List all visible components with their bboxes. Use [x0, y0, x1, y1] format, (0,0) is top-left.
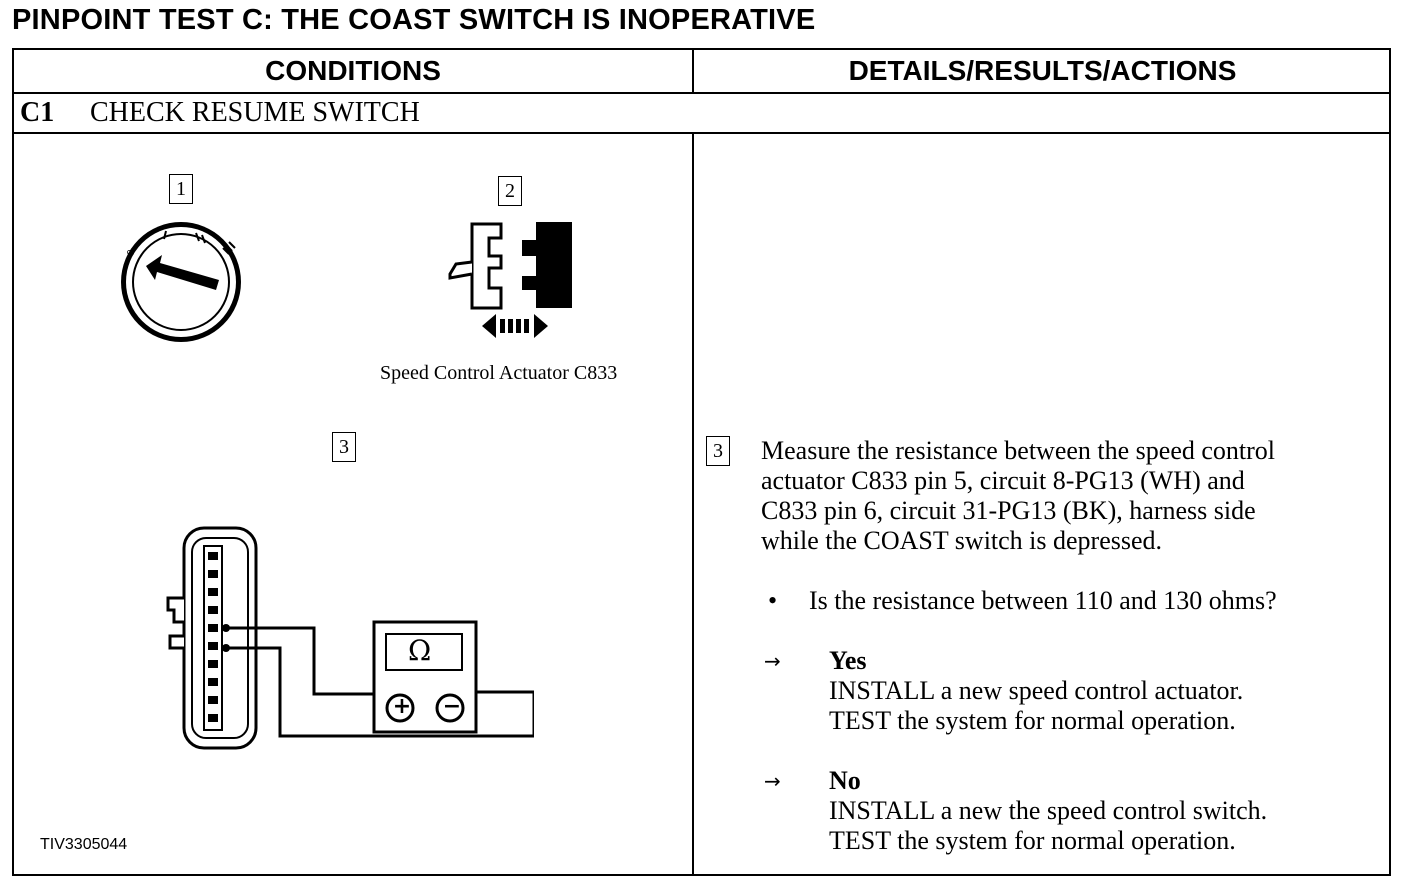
minus-terminal: −: [442, 694, 462, 719]
details-cell: 3 Measure the resistance between the spe…: [694, 134, 1389, 874]
ohm-symbol: Ω: [408, 634, 432, 667]
figure-id: TIV3305044: [40, 836, 128, 853]
yes-action-2: TEST the system for normal operation.: [829, 706, 1236, 735]
ignition-switch-icon: 0: [121, 222, 241, 342]
arrow-right-icon: →: [764, 769, 781, 793]
callout-1: 1: [169, 174, 193, 204]
step-row: C1 CHECK RESUME SWITCH: [14, 94, 1389, 134]
yes-action-1: INSTALL a new speed control actuator.: [829, 676, 1244, 705]
no-action-2: TEST the system for normal operation.: [829, 826, 1236, 855]
conditions-cell: 1 0 2 Speed Control: [14, 134, 694, 874]
harness-connector-icon: [166, 526, 534, 750]
question-bullet: •: [768, 586, 778, 615]
instruction-line-1: Measure the resistance between the speed…: [761, 436, 1276, 465]
callout-2: 2: [498, 176, 522, 206]
conditions-header: CONDITIONS: [14, 50, 694, 94]
callout-3-figure: 3: [332, 432, 356, 462]
no-action-1: INSTALL a new the speed control switch.: [829, 796, 1268, 825]
no-label: No: [829, 766, 861, 795]
connector-disconnect-icon: [448, 222, 572, 338]
plus-terminal: +: [392, 694, 412, 719]
page-title: PINPOINT TEST C: THE COAST SWITCH IS INO…: [12, 4, 816, 36]
question-text: Is the resistance between 110 and 130 oh…: [809, 586, 1277, 615]
yes-label: Yes: [829, 646, 867, 675]
instruction-line-3: C833 pin 6, circuit 31-PG13 (BK), harnes…: [761, 496, 1256, 525]
details-header: DETAILS/RESULTS/ACTIONS: [694, 50, 1391, 94]
arrow-right-icon: →: [764, 649, 781, 673]
instruction-line-4: while the COAST switch is depressed.: [761, 526, 1163, 555]
svg-text:0: 0: [125, 248, 138, 259]
pinpoint-table: CONDITIONS DETAILS/RESULTS/ACTIONS C1 CH…: [12, 48, 1391, 876]
instruction-line-2: actuator C833 pin 5, circuit 8-PG13 (WH)…: [761, 466, 1245, 495]
actuator-caption: Speed Control Actuator C833: [380, 362, 618, 384]
callout-3-details: 3: [706, 436, 730, 466]
step-number: C1: [20, 97, 55, 128]
step-title: CHECK RESUME SWITCH: [90, 97, 420, 128]
multimeter-icon: [372, 620, 478, 734]
